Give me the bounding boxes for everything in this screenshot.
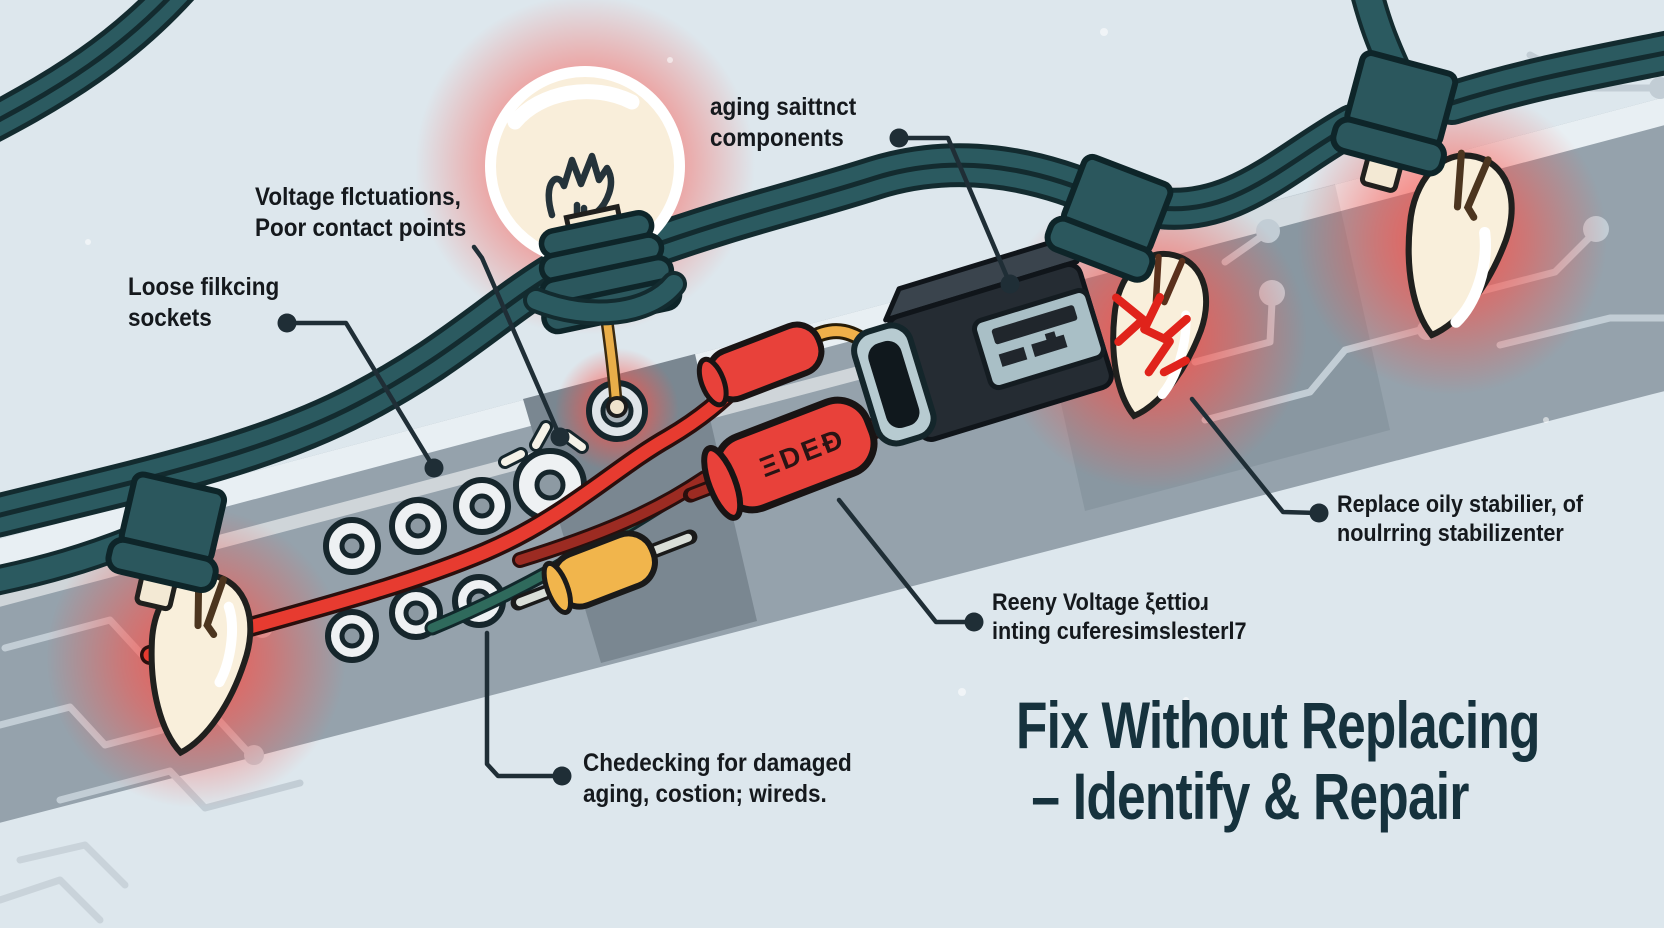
label-line: Voltage flctuations, <box>255 183 461 211</box>
leader-dots <box>277 128 1329 786</box>
label-line: aging, costion; wireds. <box>583 779 827 808</box>
leader-lines <box>284 135 1321 779</box>
label-line: components <box>710 123 844 152</box>
dust-specks <box>85 28 1549 703</box>
label-line: Replace oily stabilier, of <box>1337 491 1584 518</box>
label-line: inting cuferesimslesterl7 <box>992 618 1247 646</box>
label-replace-stabilizer: Replace oily stabilier, of noulrring sta… <box>1337 490 1583 549</box>
crack-marks <box>1112 293 1191 377</box>
small-red-capacitor <box>696 321 825 408</box>
bulb-cracked <box>1044 153 1218 426</box>
label-aging-components: aging saittnct components <box>710 92 856 153</box>
title-line-2: – Identify & Repair <box>1031 758 1469 833</box>
socket-far-right <box>1330 50 1459 193</box>
label-loose-sockets: Loose filkcing sockets <box>128 272 279 333</box>
label-voltage-fluctuations: Voltage flctuations, Poor contact points <box>255 182 466 243</box>
bulb-left <box>105 471 260 761</box>
bulb-far-right <box>1330 50 1525 347</box>
label-line: Chedecking for damaged <box>583 749 852 777</box>
label-checking-wires: Chedecking for damaged aging, costion; w… <box>583 748 852 809</box>
filament <box>1152 253 1186 306</box>
label-line: noulrring stabilizenter <box>1337 520 1564 548</box>
label-line: Reeny Voltage ξettioɹ <box>992 589 1209 616</box>
filament <box>1453 149 1492 221</box>
yellow-fuse <box>510 529 698 615</box>
label-line: Loose filkcing <box>128 273 280 301</box>
string-light-wire <box>0 0 1664 596</box>
page-title: Fix Without Replacing – Identify & Repai… <box>1016 690 1540 833</box>
label-line: Poor contact points <box>255 213 467 242</box>
socket-left <box>105 471 228 612</box>
label-voltage-section: Reeny Voltage ξettioɹ inting cuferesimsl… <box>992 588 1247 647</box>
label-line: aging saittnct <box>710 93 857 121</box>
bulb-top <box>485 66 687 335</box>
usb-port-face <box>971 288 1106 391</box>
label-line: sockets <box>128 303 212 332</box>
socket-cracked <box>1044 153 1174 283</box>
title-line-1: Fix Without Replacing <box>1016 688 1540 762</box>
